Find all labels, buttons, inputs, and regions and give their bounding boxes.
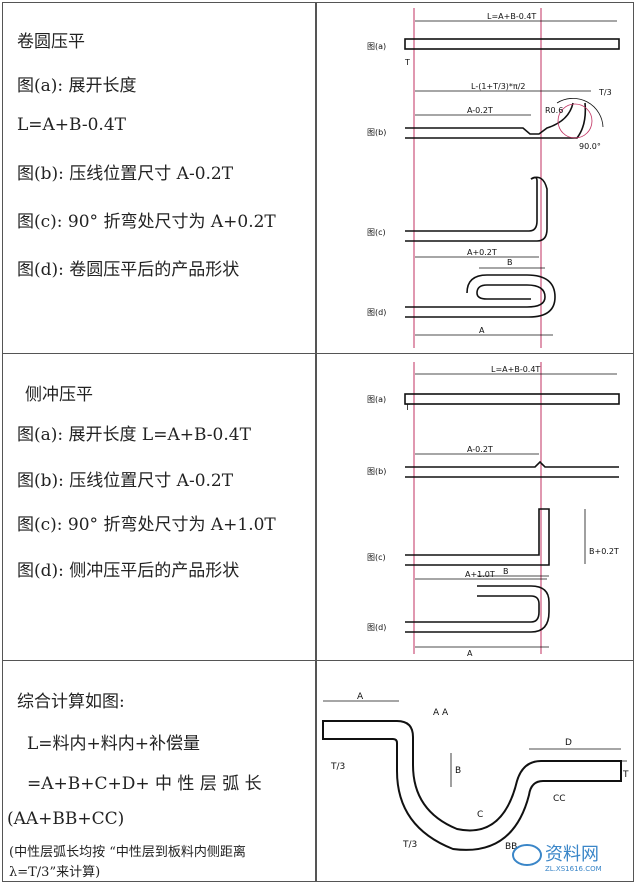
curl-flatten-diagram: 图(a) L=A+B-0.4T 图(b) L-(1+T/3)*π/2 A-0.2… <box>367 8 620 348</box>
svg-text:T: T <box>622 770 629 780</box>
svg-text:L=A+B-0.4T: L=A+B-0.4T <box>487 12 536 21</box>
text-line: 图(b): 压线位置尺寸 A-0.2T <box>17 164 234 184</box>
text-line: L=A+B-0.4T <box>17 115 126 135</box>
svg-text:图(c): 图(c) <box>367 228 386 237</box>
text-line: (AA+BB+CC) <box>7 809 125 829</box>
svg-text:T/3: T/3 <box>598 88 612 97</box>
svg-text:图(b): 图(b) <box>367 128 386 137</box>
svg-text:BB: BB <box>505 842 517 852</box>
svg-text:T: T <box>404 403 410 412</box>
svg-text:图(a): 图(a) <box>367 42 386 51</box>
row-curl-flatten: 卷圆压平 图(a): 展开长度 L=A+B-0.4T 图(b): 压线位置尺寸 … <box>3 3 633 354</box>
side-flatten-diagram: 图(a) L=A+B-0.4T 图(b) A-0.2T 图(c) A+1.0T … <box>367 362 620 658</box>
text-line: 图(a): 展开长度 <box>17 76 137 96</box>
svg-text:A: A <box>467 649 473 658</box>
text-line: 图(d): 侧冲压平后的产品形状 <box>17 561 240 581</box>
svg-text:T/3: T/3 <box>402 840 417 850</box>
svg-text:B+0.2T: B+0.2T <box>589 547 619 556</box>
svg-text:A+0.2T: A+0.2T <box>467 248 497 257</box>
svg-text:D: D <box>565 738 572 748</box>
svg-text:图(d): 图(d) <box>367 623 386 632</box>
section-title: 综合计算如图: <box>17 692 125 712</box>
row-combined-calc: 综合计算如图: L=料内+料内+补偿量 =A+B+C+D+ 中 性 层 弧 长 … <box>3 661 633 881</box>
text-line: (中性层弧长均按 “中性层到板料内侧距离 <box>9 845 246 860</box>
svg-text:图(d): 图(d) <box>367 308 386 317</box>
svg-text:T: T <box>404 58 410 67</box>
svg-text:A: A <box>479 326 485 335</box>
svg-text:A+1.0T: A+1.0T <box>465 570 495 579</box>
section-title: 侧冲压平 <box>25 385 93 405</box>
svg-text:L=A+B-0.4T: L=A+B-0.4T <box>491 365 540 374</box>
svg-text:L-(1+T/3)*π/2: L-(1+T/3)*π/2 <box>471 82 526 91</box>
svg-text:R0.6: R0.6 <box>545 106 563 115</box>
svg-text:CC: CC <box>553 794 566 804</box>
svg-text:ZL.XS1616.COM: ZL.XS1616.COM <box>545 865 602 873</box>
watermark-logo: 资料网 ZL.XS1616.COM <box>509 835 631 879</box>
svg-text:资料网: 资料网 <box>545 844 599 865</box>
svg-text:C: C <box>477 810 483 820</box>
svg-text:A: A <box>357 692 364 702</box>
svg-text:90.0°: 90.0° <box>579 142 601 151</box>
text-line: 图(c): 90° 折弯处尺寸为 A+1.0T <box>17 515 276 535</box>
svg-text:A-0.2T: A-0.2T <box>467 106 493 115</box>
svg-text:图(c): 图(c) <box>367 553 386 562</box>
text-line: 图(c): 90° 折弯处尺寸为 A+0.2T <box>17 212 276 232</box>
svg-text:T/3: T/3 <box>330 762 345 772</box>
text-line: L=料内+料内+补偿量 <box>27 734 201 754</box>
combined-diagram: A A A T/3 B C D T CC T/3 BB <box>322 692 629 852</box>
svg-text:图(b): 图(b) <box>367 467 386 476</box>
svg-text:A A: A A <box>433 708 449 718</box>
text-line: 图(a): 展开长度 L=A+B-0.4T <box>17 425 251 445</box>
svg-text:图(a): 图(a) <box>367 395 386 404</box>
row-side-flatten: 侧冲压平 图(a): 展开长度 L=A+B-0.4T 图(b): 压线位置尺寸 … <box>3 354 633 661</box>
svg-text:A-0.2T: A-0.2T <box>467 445 493 454</box>
text-line: 图(d): 卷圆压平后的产品形状 <box>17 260 240 280</box>
text-line: λ=T/3”来计算) <box>9 865 101 880</box>
svg-text:B: B <box>507 258 513 267</box>
text-line: =A+B+C+D+ 中 性 层 弧 长 <box>27 774 262 794</box>
svg-text:B: B <box>503 567 509 576</box>
text-line: 图(b): 压线位置尺寸 A-0.2T <box>17 471 234 491</box>
section-title: 卷圆压平 <box>17 32 85 52</box>
svg-text:B: B <box>455 766 461 776</box>
